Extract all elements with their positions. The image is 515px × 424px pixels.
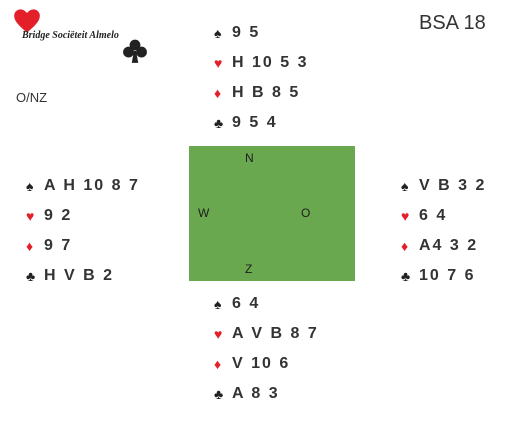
heart-icon: ♥ bbox=[401, 208, 410, 224]
south-diamonds: ♦ V 10 6 bbox=[214, 349, 319, 379]
north-hand: ♠ 9 5 ♥ H 10 5 3 ♦ H B 8 5 ♣ 9 5 4 bbox=[214, 18, 308, 138]
compass-west: W bbox=[198, 206, 210, 220]
heart-icon bbox=[14, 9, 40, 33]
west-hearts-cards: 9 2 bbox=[44, 207, 73, 224]
compass-south: Z bbox=[245, 262, 253, 276]
north-diamonds: ♦ H B 8 5 bbox=[214, 78, 308, 108]
club-icon: ♣ bbox=[214, 386, 224, 402]
north-clubs: ♣ 9 5 4 bbox=[214, 108, 308, 138]
north-hearts-cards: H 10 5 3 bbox=[232, 54, 309, 71]
west-spades-cards: A H 10 8 7 bbox=[44, 177, 140, 194]
east-spades-cards: V B 3 2 bbox=[419, 177, 487, 194]
south-clubs: ♣ A 8 3 bbox=[214, 379, 319, 409]
diamond-icon: ♦ bbox=[26, 238, 34, 254]
diamond-icon: ♦ bbox=[214, 85, 222, 101]
east-hand: ♠ V B 3 2 ♥ 6 4 ♦ A4 3 2 ♣ 10 7 6 bbox=[401, 171, 486, 291]
west-clubs: ♣ H V B 2 bbox=[26, 261, 140, 291]
west-diamonds-cards: 9 7 bbox=[44, 237, 73, 254]
bridge-table: N W O Z bbox=[189, 146, 355, 281]
west-spades: ♠ A H 10 8 7 bbox=[26, 171, 140, 201]
compass-north: N bbox=[245, 151, 254, 165]
south-diamonds-cards: V 10 6 bbox=[232, 355, 291, 372]
north-hearts: ♥ H 10 5 3 bbox=[214, 48, 308, 78]
heart-icon: ♥ bbox=[214, 326, 223, 342]
club-icon: ♣ bbox=[214, 115, 224, 131]
south-hand: ♠ 6 4 ♥ A V B 8 7 ♦ V 10 6 ♣ A 8 3 bbox=[214, 289, 319, 409]
south-hearts-cards: A V B 8 7 bbox=[232, 325, 319, 342]
club-icon: ♣ bbox=[26, 268, 36, 284]
west-diamonds: ♦ 9 7 bbox=[26, 231, 140, 261]
board-number: BSA 18 bbox=[419, 12, 486, 34]
heart-icon: ♥ bbox=[26, 208, 35, 224]
spade-icon: ♠ bbox=[214, 296, 222, 312]
north-clubs-cards: 9 5 4 bbox=[232, 114, 278, 131]
west-hand: ♠ A H 10 8 7 ♥ 9 2 ♦ 9 7 ♣ H V B 2 bbox=[26, 171, 140, 291]
east-hearts: ♥ 6 4 bbox=[401, 201, 486, 231]
north-spades: ♠ 9 5 bbox=[214, 18, 308, 48]
spade-icon: ♠ bbox=[26, 178, 34, 194]
east-diamonds-cards: A4 3 2 bbox=[419, 237, 479, 254]
compass-east: O bbox=[301, 206, 311, 220]
south-spades: ♠ 6 4 bbox=[214, 289, 319, 319]
west-hearts: ♥ 9 2 bbox=[26, 201, 140, 231]
diamond-icon: ♦ bbox=[214, 356, 222, 372]
east-clubs-cards: 10 7 6 bbox=[419, 267, 476, 284]
north-diamonds-cards: H B 8 5 bbox=[232, 84, 301, 101]
club-icon: ♣ bbox=[401, 268, 411, 284]
west-clubs-cards: H V B 2 bbox=[44, 267, 115, 284]
dealer-vulnerability: O/NZ bbox=[16, 90, 48, 105]
club-icon bbox=[123, 39, 147, 63]
north-spades-cards: 9 5 bbox=[232, 24, 261, 41]
east-spades: ♠ V B 3 2 bbox=[401, 171, 486, 201]
diamond-icon: ♦ bbox=[401, 238, 409, 254]
south-hearts: ♥ A V B 8 7 bbox=[214, 319, 319, 349]
club-name: Bridge Sociëteit Almelo bbox=[22, 30, 119, 41]
spade-icon: ♠ bbox=[214, 25, 222, 41]
spade-icon: ♠ bbox=[401, 178, 409, 194]
east-hearts-cards: 6 4 bbox=[419, 207, 448, 224]
south-clubs-cards: A 8 3 bbox=[232, 385, 280, 402]
heart-icon: ♥ bbox=[214, 55, 223, 71]
east-diamonds: ♦ A4 3 2 bbox=[401, 231, 486, 261]
club-logo: Bridge Sociëteit Almelo bbox=[10, 8, 150, 64]
east-clubs: ♣ 10 7 6 bbox=[401, 261, 486, 291]
south-spades-cards: 6 4 bbox=[232, 295, 261, 312]
